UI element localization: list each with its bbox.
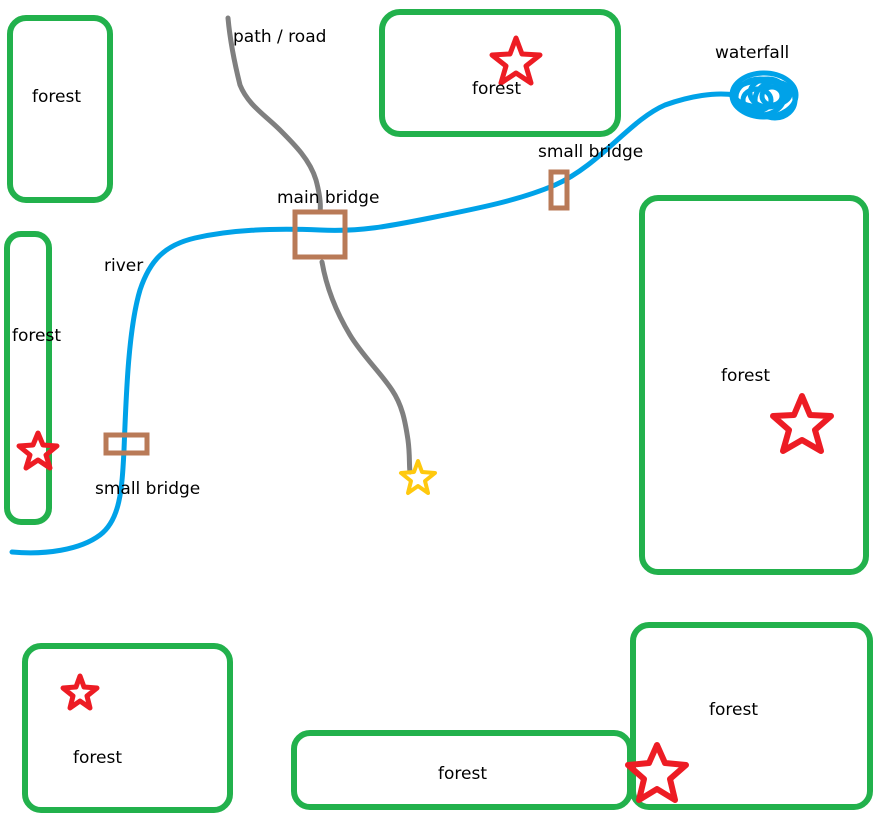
forest-label: forest — [709, 700, 758, 720]
forest-left-narrow — [4, 231, 52, 525]
forest-label: forest — [73, 748, 122, 768]
main-bridge-shape — [292, 209, 348, 260]
forest-top-center — [379, 9, 621, 137]
road-upper-line — [225, 15, 323, 215]
waterfall-icon — [729, 70, 799, 121]
forest-label: forest — [472, 79, 521, 99]
small-bridge-label: small bridge — [538, 142, 643, 162]
river-line — [9, 91, 738, 556]
path-road-label: path / road — [233, 27, 326, 47]
forest-label: forest — [438, 764, 487, 784]
red-star-icon — [625, 742, 689, 803]
forest-bottom-left — [22, 643, 233, 813]
small-bridge-west-shape — [103, 432, 150, 456]
river-label: river — [104, 256, 143, 276]
small-bridge-label: small bridge — [95, 479, 200, 499]
red-star-icon — [770, 393, 834, 454]
waterfall-label: waterfall — [715, 43, 789, 63]
red-star-icon — [489, 35, 543, 86]
forest-bottom-right — [630, 622, 873, 810]
red-star-icon — [16, 430, 60, 471]
road-lower-line — [319, 259, 413, 475]
forest-label: forest — [721, 366, 770, 386]
forest-label: forest — [32, 87, 81, 107]
red-star-icon — [60, 673, 100, 711]
forest-label: forest — [12, 326, 61, 346]
small-bridge-east-shape — [548, 169, 570, 211]
forest-top-left — [7, 15, 113, 203]
yellow-star-icon — [399, 459, 437, 495]
forest-right-large — [639, 195, 869, 575]
main-bridge-label: main bridge — [277, 188, 379, 208]
